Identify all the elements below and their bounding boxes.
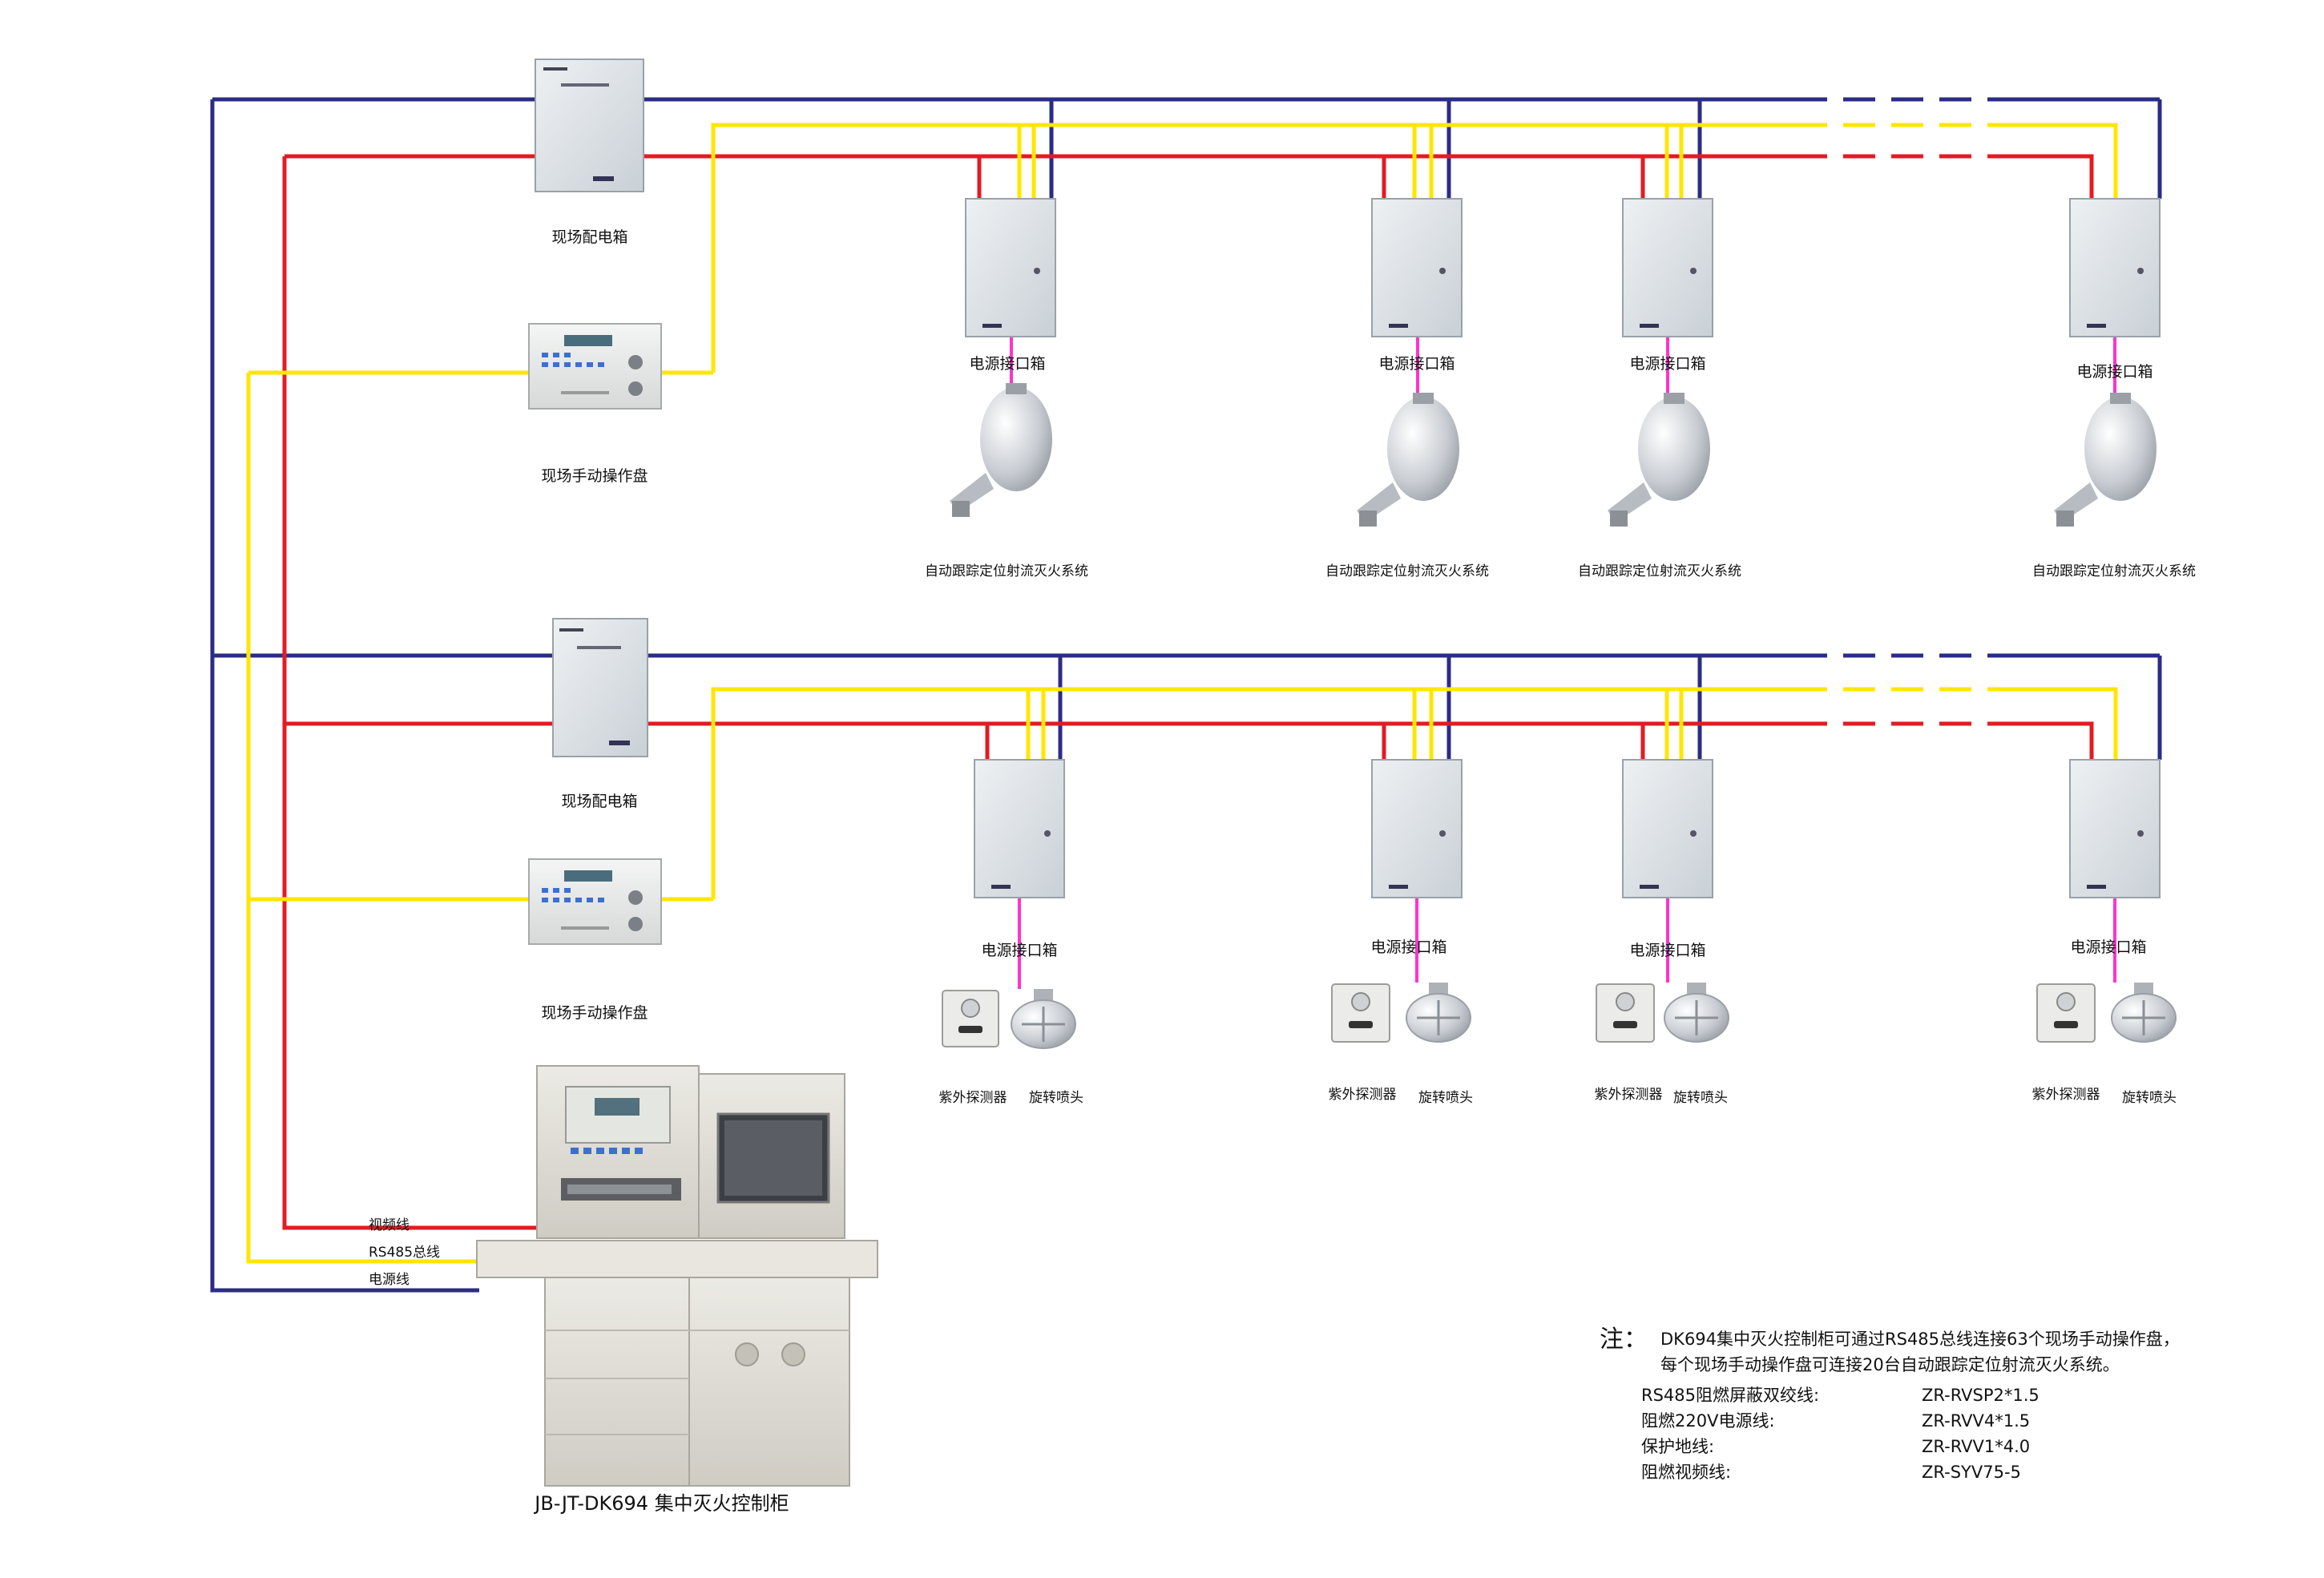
distribution-box-lower-label: 现场配电箱 [561, 793, 637, 810]
interface-box-lower-2-label: 电源接口箱 [1370, 938, 1446, 956]
rotating-nozzle-lower-1 [1011, 989, 1076, 1049]
interface-box-lower-3 [1622, 759, 1713, 898]
interface-box-lower-2 [1371, 759, 1463, 898]
spec-value-3: ZR-RVV1*4.0 [1922, 1437, 2030, 1456]
video-wire [284, 154, 2094, 199]
rotating-nozzle-lower-2 [1406, 983, 1471, 1043]
rotating-nozzle-lower-1-label: 旋转喷头 [1029, 1090, 1083, 1106]
wiring [210, 96, 2162, 1293]
spec-name-3: 保护地线: [1641, 1437, 1714, 1456]
rs485-wire [246, 373, 529, 902]
rs485-line-label: RS485总线 [369, 1245, 440, 1261]
power-wire [210, 99, 479, 1293]
interface-box-upper-2-label: 电源接口箱 [1378, 355, 1455, 373]
tracking-system-upper-3-label: 自动跟踪定位射流灭火系统 [1578, 563, 1741, 579]
manual-panel-upper-label: 现场手动操作盘 [541, 467, 648, 485]
interface-box-upper-4 [2069, 198, 2161, 337]
uv-detector-lower-2 [1331, 983, 1390, 1043]
power-line-label: 电源线 [369, 1272, 410, 1288]
uv-detector-lower-4 [2036, 983, 2096, 1043]
interface-box-upper-1 [965, 198, 1056, 337]
note-line-2: 每个现场手动操作盘可连接20台自动跟踪定位射流灭火系统。 [1660, 1355, 2120, 1374]
rotating-nozzle-lower-4-label: 旋转喷头 [2122, 1090, 2177, 1106]
video-wire [284, 721, 2094, 760]
uv-detector-lower-3-label: 紫外探测器 [1595, 1087, 1663, 1103]
main-cabinet-label: JB-JT-DK694 集中灭火控制柜 [533, 1492, 789, 1515]
spec-value-4: ZR-SYV75-5 [1922, 1463, 2021, 1482]
uv-detector-lower-2-label: 紫外探测器 [1329, 1087, 1397, 1103]
main-control-cabinet [476, 1065, 878, 1487]
interface-box-upper-3 [1622, 198, 1713, 337]
interface-box-lower-4 [2069, 759, 2161, 898]
rotating-nozzle-lower-3 [1664, 983, 1729, 1043]
tracking-system-upper-4-label: 自动跟踪定位射流灭火系统 [2032, 563, 2196, 579]
tracking-cannon-upper-4 [2054, 393, 2157, 527]
rs485-wire [246, 899, 479, 1264]
tracking-system-upper-2-label: 自动跟踪定位射流灭火系统 [1325, 563, 1489, 579]
interface-box-lower-1-label: 电源接口箱 [981, 942, 1057, 959]
interface-box-upper-2 [1371, 198, 1463, 337]
note-heading: 注： [1600, 1326, 1648, 1354]
spec-value-1: ZR-RVSP2*1.5 [1922, 1386, 2040, 1405]
video-wire [282, 156, 537, 1230]
rotating-nozzle-lower-4 [2111, 983, 2177, 1043]
rotating-nozzle-lower-2-label: 旋转喷头 [1418, 1090, 1473, 1106]
note-line-1: DK694集中灭火控制柜可通过RS485总线连接63个现场手动操作盘， [1660, 1330, 2180, 1349]
interface-box-upper-1-label: 电源接口箱 [969, 355, 1045, 373]
spec-name-2: 阻燃220V电源线: [1641, 1411, 1775, 1431]
distribution-box-upper-label: 现场配电箱 [551, 228, 627, 246]
uv-detector-lower-1 [942, 990, 999, 1047]
uv-detector-lower-3 [1596, 983, 1655, 1043]
interface-box-upper-3-label: 电源接口箱 [1629, 355, 1705, 373]
spec-name-4: 阻燃视频线: [1641, 1463, 1731, 1482]
spec-value-2: ZR-RVV4*1.5 [1922, 1411, 2030, 1431]
uv-detector-lower-1-label: 紫外探测器 [939, 1090, 1007, 1106]
rotating-nozzle-lower-3-label: 旋转喷头 [1673, 1090, 1728, 1106]
video-line-label: 视频线 [369, 1217, 410, 1233]
interface-box-lower-1 [974, 759, 1065, 898]
manual-panel-upper [528, 323, 662, 410]
manual-panel-lower [528, 858, 662, 945]
tracking-cannon-upper-1 [950, 383, 1052, 517]
distribution-box-lower [552, 618, 648, 757]
manual-panel-lower-label: 现场手动操作盘 [541, 1004, 648, 1022]
tracking-system-upper-1-label: 自动跟踪定位射流灭火系统 [925, 563, 1088, 579]
tracking-cannon-upper-3 [1608, 393, 1710, 527]
interface-box-lower-3-label: 电源接口箱 [1629, 942, 1705, 959]
interface-box-lower-4-label: 电源接口箱 [2070, 938, 2146, 956]
uv-detector-lower-4-label: 紫外探测器 [2032, 1087, 2100, 1103]
interface-box-upper-4-label: 电源接口箱 [2076, 363, 2153, 381]
spec-name-1: RS485阻燃屏蔽双绞线: [1641, 1386, 1819, 1405]
distribution-box-upper [535, 59, 644, 192]
tracking-cannon-upper-2 [1357, 393, 1459, 527]
